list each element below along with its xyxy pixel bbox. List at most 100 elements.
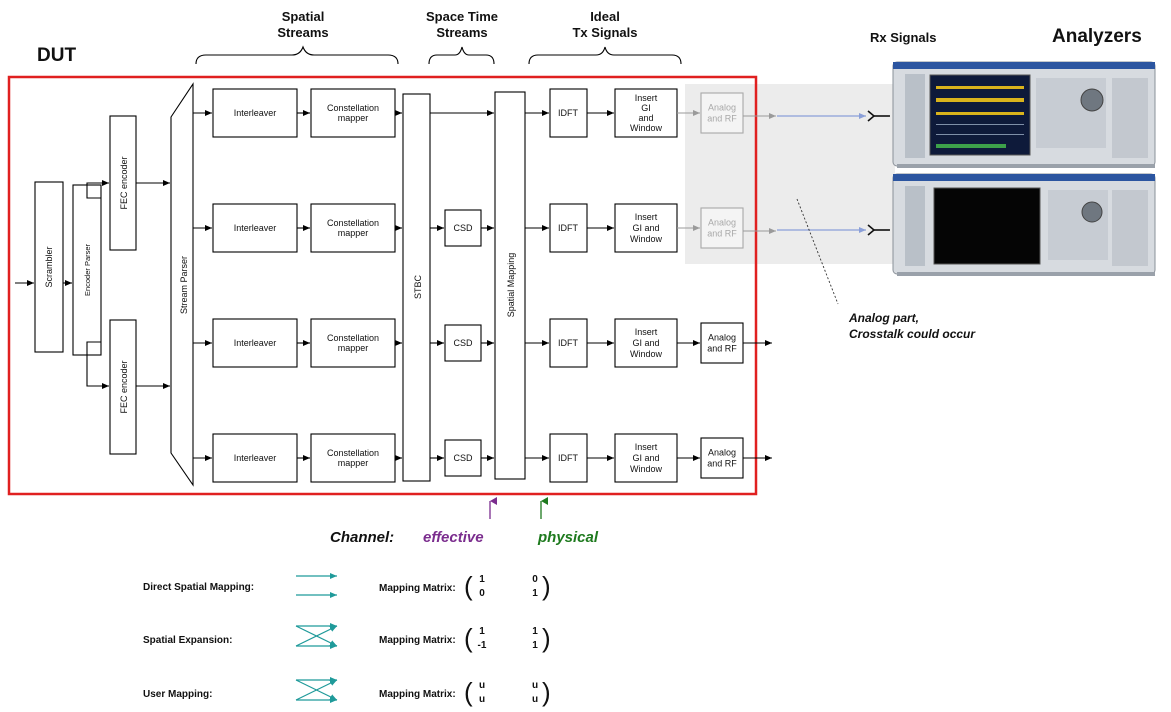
channel-physical: physical: [537, 529, 599, 546]
insert-gi-3-line2: GI and: [632, 338, 659, 348]
analyzer-instrument-2: [892, 173, 1156, 276]
constellation-mapper-block-2: [310, 203, 396, 253]
scrambler-block: Scrambler: [34, 181, 64, 353]
constellation-mapper-4-line1: Constellation: [327, 448, 379, 458]
interleaver-1-line1: Interleaver: [234, 108, 277, 118]
analog-rf-block-4: [700, 437, 744, 479]
encoder-parser-label: Encoder Parser: [83, 243, 92, 296]
legend-expansion-m11: 1: [479, 626, 485, 637]
constellation-mapper-4-line2: mapper: [338, 458, 369, 468]
analyzer-instrument-1: [892, 61, 1156, 168]
insert-gi-3-line3: Window: [630, 349, 663, 359]
analog-rf-block-2: [700, 207, 744, 249]
interleaver-4-line1: Interleaver: [234, 453, 277, 463]
fec-encoder-2: FEC encoder: [109, 319, 137, 455]
idft-2-line1: IDFT: [558, 223, 578, 233]
legend-direct-label: Direct Spatial Mapping:: [143, 582, 254, 593]
analog-rf-1-line1: Analog: [708, 103, 736, 113]
annotation-line2: Crosstalk could occur: [849, 327, 976, 341]
legend-user-matrix-label: Mapping Matrix:: [379, 689, 456, 700]
header-space-time-line1: Space Time: [426, 9, 498, 24]
analog-rf-block-3: [700, 322, 744, 364]
constellation-mapper-2-line2: mapper: [338, 228, 369, 238]
channel-effective: effective: [423, 529, 484, 546]
scrambler-label: Scrambler: [44, 246, 54, 287]
fec-encoder-1: FEC encoder: [109, 115, 137, 251]
interleaver-block-1: [212, 88, 298, 138]
spatial-mapping-block: Spatial Mapping: [494, 91, 526, 480]
stbc-block: STBC: [402, 93, 431, 482]
insert-gi-1-line3: and: [638, 113, 653, 123]
insert-gi-1-line1: Insert: [635, 93, 658, 103]
annotation-pointer: [796, 198, 839, 305]
svg-text:(: (: [464, 571, 473, 601]
analog-rf-block-1: [700, 92, 744, 134]
legend-user-m11: u: [479, 680, 485, 691]
legend-direct-matrix-label: Mapping Matrix:: [379, 583, 456, 594]
analog-rf-3-line1: Analog: [708, 333, 736, 343]
analog-rf-4-line1: Analog: [708, 448, 736, 458]
stbc-label: STBC: [413, 275, 423, 300]
interleaver-2-line1: Interleaver: [234, 223, 277, 233]
legend-direct-m11: 1: [479, 574, 485, 585]
annotation-line1: Analog part,: [848, 311, 919, 325]
analog-rf-2-line2: and RF: [707, 229, 737, 239]
header-spatial-line1: Spatial: [282, 9, 325, 24]
legend-expansion-matrix-label: Mapping Matrix:: [379, 635, 456, 646]
csd-3-line1: CSD: [453, 338, 473, 348]
legend-user-m22: u: [532, 694, 538, 705]
insert-gi-4-line1: Insert: [635, 442, 658, 452]
legend-user-m21: u: [479, 694, 485, 705]
legend-direct-m12: 0: [532, 574, 538, 585]
svg-text:): ): [542, 623, 551, 653]
insert-gi-2-line3: Window: [630, 234, 663, 244]
legend-expansion-label: Spatial Expansion:: [143, 635, 232, 646]
insert-gi-2-line2: GI and: [632, 223, 659, 233]
insert-gi-4-line2: GI and: [632, 453, 659, 463]
constellation-mapper-block-3: [310, 318, 396, 368]
analog-rf-1-line2: and RF: [707, 114, 737, 124]
insert-gi-4-line3: Window: [630, 464, 663, 474]
legend-expansion-m12: 1: [532, 626, 538, 637]
legend-expansion-m21: -1: [478, 640, 487, 651]
spatial-mapping-label: Spatial Mapping: [506, 253, 516, 318]
legend-user-m12: u: [532, 680, 538, 691]
encoder-parser-block: Encoder Parser: [72, 184, 102, 356]
analyzers-title: Analyzers: [1052, 26, 1142, 47]
header-spatial-streams: Spatial Streams: [195, 9, 399, 65]
header-space-time-line2: Streams: [436, 25, 487, 40]
analog-rf-4-line2: and RF: [707, 459, 737, 469]
svg-text:): ): [542, 677, 551, 707]
channel-label: Channel:: [330, 529, 394, 546]
stream-parser-label: Stream Parser: [179, 256, 189, 314]
idft-4-line1: IDFT: [558, 453, 578, 463]
header-ideal-line2: Tx Signals: [572, 25, 637, 40]
svg-text:(: (: [464, 677, 473, 707]
idft-block-3: [549, 318, 588, 368]
idft-block-4: [549, 433, 588, 483]
legend-direct: Direct Spatial Mapping: Mapping Matrix: …: [143, 571, 551, 601]
idft-1-line1: IDFT: [558, 108, 578, 118]
insert-gi-block-3: [614, 318, 678, 368]
constellation-mapper-1-line2: mapper: [338, 113, 369, 123]
legend-expansion: Spatial Expansion: Mapping Matrix: ( 1 1…: [143, 623, 551, 653]
insert-gi-3-line1: Insert: [635, 327, 658, 337]
csd-block-4: [444, 439, 482, 477]
header-rx-signals: Rx Signals: [870, 30, 936, 45]
legend-user-label: User Mapping:: [143, 689, 212, 700]
csd-block-3: [444, 324, 482, 362]
constellation-mapper-1-line1: Constellation: [327, 103, 379, 113]
dut-border: [7, 75, 758, 496]
legend-expansion-m22: 1: [532, 640, 538, 651]
interleaver-block-4: [212, 433, 298, 483]
idft-3-line1: IDFT: [558, 338, 578, 348]
csd-4-line1: CSD: [453, 453, 473, 463]
analog-rf-2-line1: Analog: [708, 218, 736, 228]
header-spatial-line2: Streams: [277, 25, 328, 40]
stream-parser-block: Stream Parser: [170, 82, 194, 487]
